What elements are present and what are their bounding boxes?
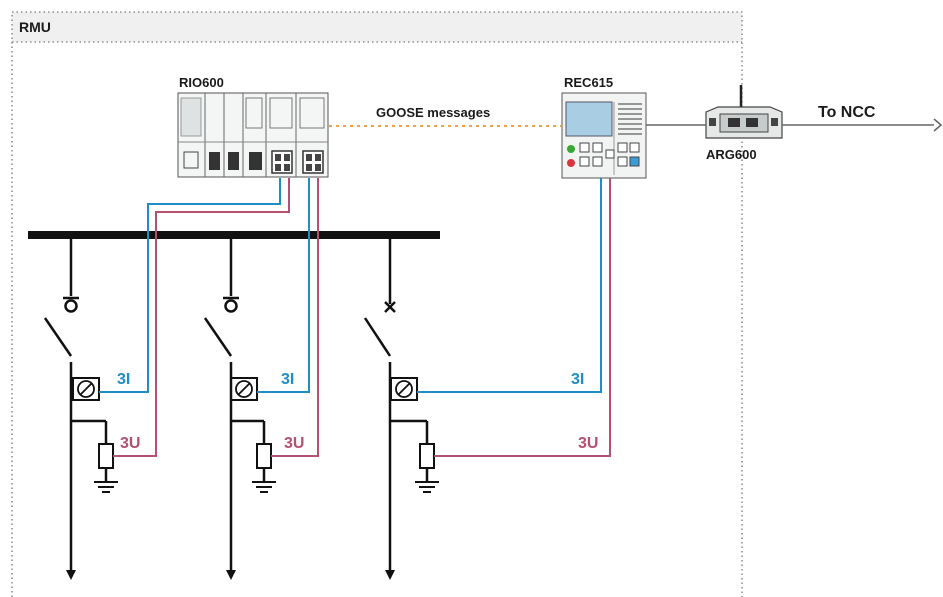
feeder-3-voltage-wire [434, 178, 611, 457]
ncc-label: To NCC [818, 104, 876, 121]
ncc-arrow-icon [933, 118, 943, 132]
feeder-3-arrow-icon [385, 570, 395, 580]
feeder-2-current-wire [257, 178, 310, 393]
feeder-1-voltage-label: 3U [120, 435, 140, 452]
rmu-frame [11, 11, 743, 597]
feeder-1-current-wire [99, 178, 281, 393]
feeder-1-arrow-icon [66, 570, 76, 580]
feeder-3-voltage-label: 3U [578, 435, 598, 452]
feeder-2-arrow-icon [226, 570, 236, 580]
rio600-label: RIO600 [179, 75, 224, 90]
rmu-title: RMU [19, 19, 51, 35]
rmu-header-band [12, 12, 742, 42]
feeder-2-current-label: 3I [281, 371, 294, 388]
arg600-label: ARG600 [706, 147, 757, 162]
rec615-label: REC615 [564, 75, 613, 90]
feeder-1-voltage-wire [113, 178, 290, 457]
feeder-2-voltage-label: 3U [284, 435, 304, 452]
rec615-device [561, 92, 647, 179]
feeder-1 [43, 239, 118, 572]
feeder-2-voltage-wire [271, 178, 319, 457]
arg600-device [705, 85, 783, 139]
feeder-1-current-label: 3I [117, 371, 130, 388]
goose-label: GOOSE messages [376, 105, 490, 120]
feeder-2 [203, 239, 276, 572]
rio600-device [177, 92, 329, 178]
feeder-3-current-wire [417, 178, 602, 393]
feeder-3 [363, 239, 439, 572]
feeder-3-current-label: 3I [571, 371, 584, 388]
busbar [28, 231, 440, 239]
